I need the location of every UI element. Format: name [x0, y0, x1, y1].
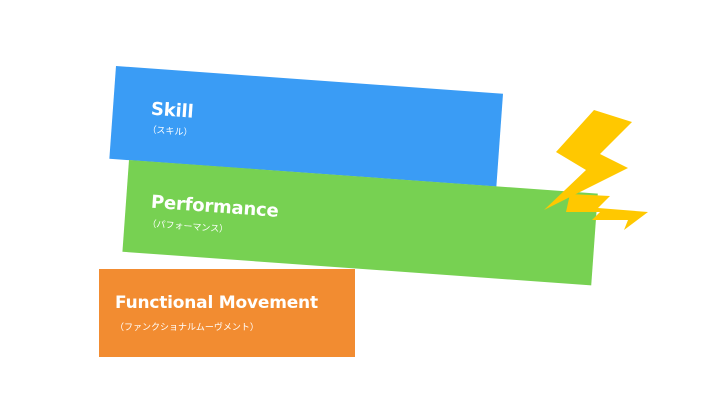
- functional-movement-title: Functional Movement: [115, 293, 318, 313]
- performance-subtitle: （パフォーマンス）: [147, 219, 229, 236]
- lightning-bolt-lower: [566, 194, 648, 230]
- functional-movement-subtitle: （ファンクショナルムーヴメント）: [115, 323, 259, 333]
- lightning-bolt-upper: [544, 110, 632, 210]
- skill-title: Skill: [150, 98, 195, 123]
- performance-block: Performance （パフォーマンス）: [122, 160, 598, 286]
- skill-subtitle: （スキル）: [147, 125, 193, 139]
- lightning-bolt-icon: [544, 110, 648, 230]
- functional-movement-block: Functional Movement （ファンクショナルムーヴメント）: [99, 269, 355, 357]
